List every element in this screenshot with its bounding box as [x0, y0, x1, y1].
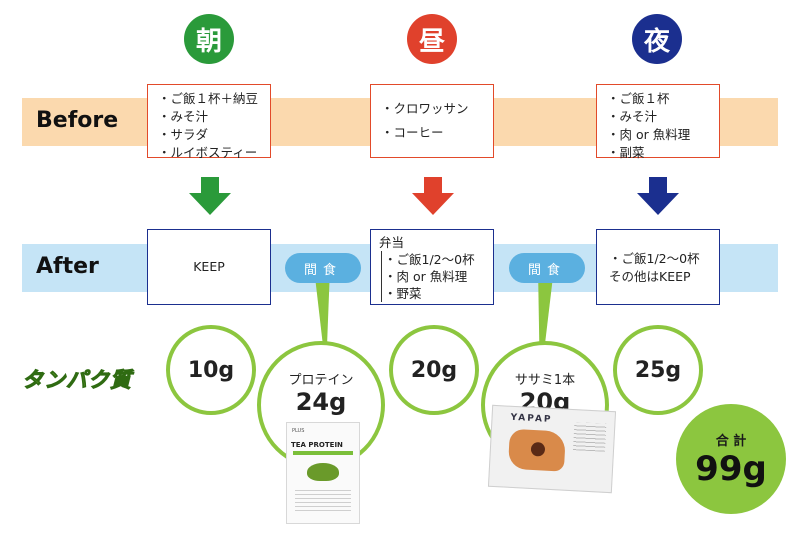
after-night-item: ・ご飯1/2～0杯 [609, 251, 700, 266]
total-circle: 合 計 99g [676, 404, 786, 514]
before-noon-box: ・クロワッサン ・コーヒー [370, 84, 494, 158]
protein-noon-amount: 20g [410, 357, 458, 383]
morning-label: 朝 [195, 26, 222, 57]
after-noon-box: 弁当 ・ご飯1/2～0杯 ・肉 or 魚料理 ・野菜 [370, 229, 494, 305]
total-amount: 99g [695, 448, 767, 489]
protein-night-circle: 25g [613, 325, 703, 415]
before-morning-item: ・みそ汁 [158, 109, 209, 124]
after-label: After [36, 254, 99, 279]
chicken-package-image: YAPAP [487, 404, 617, 494]
after-morning-box: KEEP [147, 229, 271, 305]
after-noon-item: ・ご飯1/2～0杯 [384, 252, 475, 267]
arrow-down-icon [637, 177, 679, 215]
protein-label: タンパク質 [22, 368, 132, 393]
before-morning-box: ・ご飯１杯＋納豆 ・みそ汁 ・サラダ ・ルイボスティー [147, 84, 271, 160]
protein-snack2-name: ササミ1本 [514, 373, 576, 388]
protein-morning-amount: 10g [187, 357, 235, 383]
snack-label: 間食 [527, 262, 566, 278]
protein-snack1-name: プロテイン [288, 373, 354, 388]
after-night-box: ・ご飯1/2～0杯 その他はKEEP [596, 229, 720, 305]
noon-label: 昼 [418, 26, 445, 57]
before-morning-item: ・ご飯１杯＋納豆 [158, 91, 259, 106]
protein-morning-circle: 10g [166, 325, 256, 415]
morning-circle: 朝 [184, 14, 234, 64]
package-name: TEA PROTEIN [291, 441, 343, 449]
before-noon-item: ・コーヒー [381, 125, 444, 140]
before-night-item: ・ご飯１杯 [607, 91, 670, 106]
total-label: 合 計 [715, 433, 747, 449]
package-label [572, 422, 607, 452]
before-morning-item: ・サラダ [158, 127, 209, 142]
protein-snack1-amount: 24g [295, 388, 347, 416]
snack-label: 間食 [303, 262, 342, 278]
protein-noon-circle: 20g [389, 325, 479, 415]
after-noon-item: ・野菜 [384, 286, 422, 301]
matcha-powder [307, 463, 339, 481]
before-night-item: ・肉 or 魚料理 [607, 127, 691, 142]
before-noon-item: ・クロワッサン [381, 101, 469, 116]
noon-circle: 昼 [407, 14, 457, 64]
arrow-down-icon [412, 177, 454, 215]
after-noon-item: ・肉 or 魚料理 [384, 269, 468, 284]
before-morning-item: ・ルイボスティー [158, 145, 258, 160]
before-night-box: ・ご飯１杯 ・みそ汁 ・肉 or 魚料理 ・副菜 [596, 84, 720, 160]
package-stripe [293, 451, 353, 455]
before-night-item: ・みそ汁 [607, 109, 658, 124]
after-morning-text: KEEP [193, 259, 225, 274]
night-label: 夜 [643, 26, 670, 57]
after-noon-title: 弁当 [379, 235, 405, 250]
arrow-down-icon [189, 177, 231, 215]
before-night-item: ・副菜 [607, 145, 645, 160]
night-circle: 夜 [632, 14, 682, 64]
protein-night-amount: 25g [634, 357, 682, 383]
after-night-item: その他はKEEP [609, 269, 691, 284]
protein-package-image: PLUS TEA PROTEIN [286, 422, 360, 524]
snack-pill: 間食 [285, 253, 361, 283]
snack-pill: 間食 [509, 253, 585, 283]
package-brand: PLUS [292, 428, 305, 434]
package-text: YAPAP [510, 412, 553, 425]
before-label: Before [36, 108, 119, 133]
package-table [295, 487, 351, 513]
